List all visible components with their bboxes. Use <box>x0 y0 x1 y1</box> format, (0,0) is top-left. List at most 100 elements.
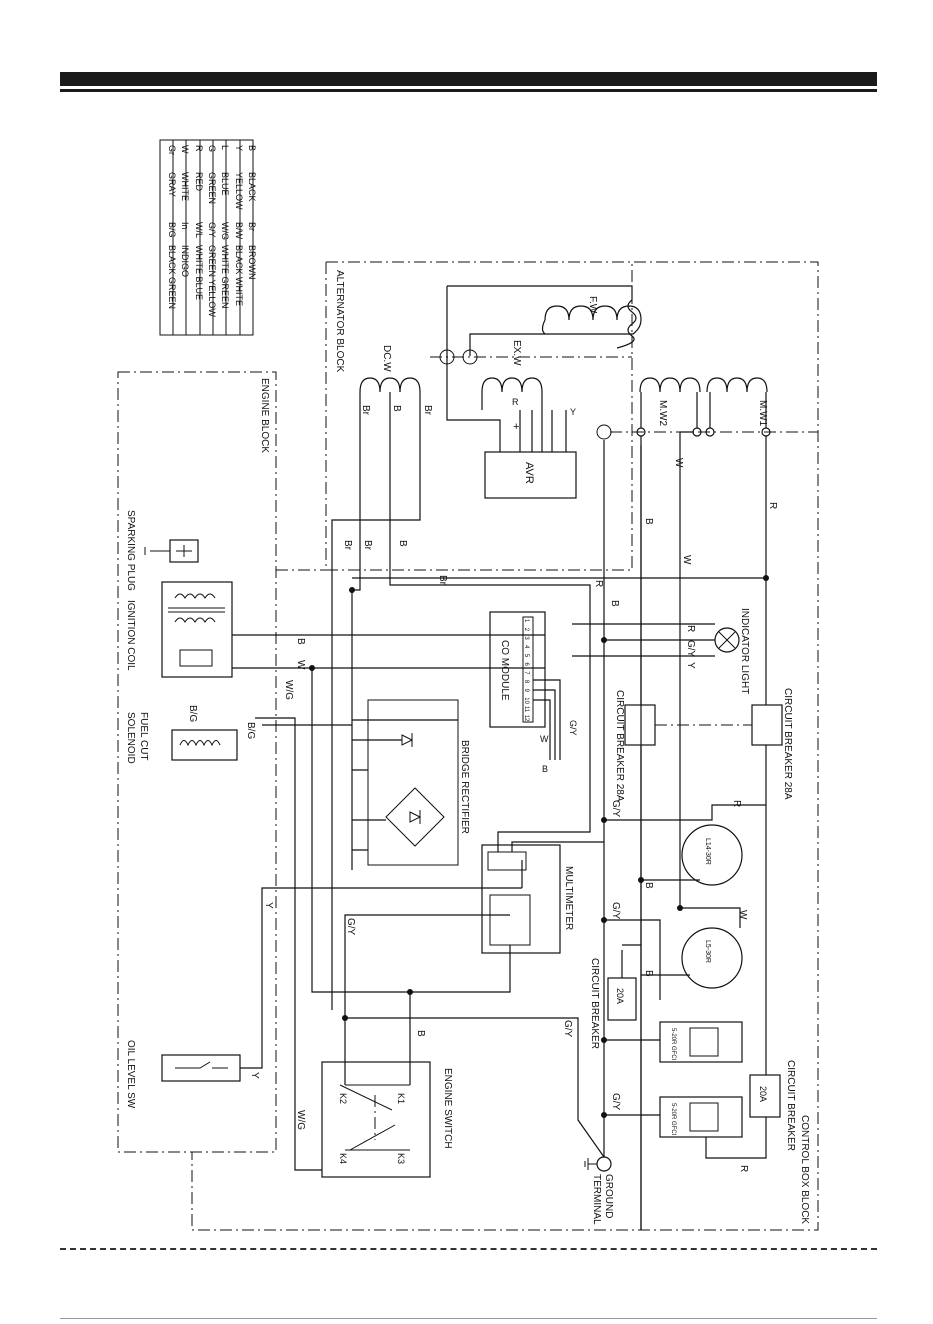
legend-code-6: W <box>180 145 190 154</box>
engine-switch: ENGINE SWITCH K1 K2 K3 K4 B W/G G/Y <box>295 668 540 1178</box>
circuit-breaker-20a-left: 20A CIRCUIT BREAKER <box>589 944 641 1049</box>
engine-block-outline <box>117 371 277 1153</box>
k1-label: K1 <box>396 1093 406 1104</box>
ground-terminal: GROUND TERMINAL G/Y <box>540 1017 614 1225</box>
oil-level-sw-label: OIL LEVEL SW <box>125 1040 136 1109</box>
cb20a-left-value: 20A <box>615 988 625 1004</box>
legend-name2-5: WHITE BLUE <box>194 245 204 300</box>
oil-wire-y1: Y <box>263 902 274 909</box>
legend-code2-1: Br <box>247 222 257 231</box>
dcw-winding: DC.W <box>359 345 421 393</box>
avr: AVR R + Y <box>446 360 612 499</box>
legend-name2-2: BLACK WHITE <box>234 245 244 306</box>
fw-winding: F.W <box>446 285 642 360</box>
mw2-label: M.W2 <box>657 400 668 427</box>
header-bar <box>60 72 877 86</box>
mw1-winding: M.W1 <box>706 377 768 427</box>
co-pin-2: 2 <box>523 628 529 632</box>
switch-wire-gy: G/Y <box>345 918 356 936</box>
legend-code-7: Gr <box>167 145 177 155</box>
legend-code-3: L <box>220 145 230 150</box>
solenoid-label: SOLENOID <box>125 712 136 764</box>
dcw-wire-b: B <box>391 405 402 412</box>
cb20a-right-label: CIRCUIT BREAKER <box>785 1060 796 1151</box>
legend-code-2: Y <box>234 145 244 151</box>
co-pin-4: 4 <box>523 645 529 649</box>
avr-wire-y: Y <box>570 407 576 417</box>
color-legend: B BLACK Br BROWN Y YELLOW B/W BLACK WHIT… <box>159 139 257 336</box>
avr-wire-r: R <box>512 397 519 407</box>
co-pin-7: 7 <box>523 671 529 675</box>
mw1-label: M.W1 <box>757 400 768 427</box>
alternator-block-label: ALTERNATOR BLOCK <box>334 270 345 373</box>
exw-winding: EX.W <box>430 340 632 410</box>
wire-label-w3: W <box>737 910 748 920</box>
wire-label-r2: R <box>593 580 604 587</box>
indicator-wire-gy: G/Y <box>685 640 696 658</box>
dcw-wire-br-right: Br <box>422 405 433 416</box>
legend-name2-1: BROWN <box>247 245 257 280</box>
alternator-block-outline <box>325 262 633 571</box>
wire-label-br2: Br <box>362 540 373 551</box>
wire-label-b5: B <box>643 970 654 977</box>
outlet-l5-30r: L5-30R <box>604 907 743 1000</box>
legend-code2-5: W/L <box>194 222 204 238</box>
avr-label: AVR <box>523 462 535 484</box>
gfci-upper-label: 5-20R GFCI <box>670 1028 676 1061</box>
co-pin-9: 9 <box>523 689 529 693</box>
wire-label-w2: W <box>681 555 692 565</box>
gfci-lower-label: 5-20R GFCI <box>670 1103 676 1136</box>
multimeter-label: MULTIMETER <box>563 866 574 930</box>
legend-code-1: B <box>247 145 257 151</box>
indicator-light: INDICATOR LIGHT R G/Y Y <box>572 608 750 694</box>
fuel-cut-solenoid: FUEL CUT SOLENOID B/G B/G <box>125 705 420 1171</box>
gfci-outlet-upper: 5-20R GFCI <box>604 1021 743 1063</box>
legend-name-6: WHITE <box>180 172 190 201</box>
ground-terminal-label-2: TERMINAL <box>591 1174 602 1225</box>
legend-code-5: R <box>194 145 204 152</box>
engine-switch-label: ENGINE SWITCH <box>442 1068 453 1149</box>
legend-code2-7: B/G <box>167 222 177 238</box>
switch-wire-wg: W/G <box>295 1110 306 1130</box>
control-box-block-label: CONTROL BOX BLOCK <box>799 1115 810 1224</box>
wire-label-r1: R <box>767 502 778 509</box>
bridge-rectifier-label: BRIDGE RECTIFIER <box>459 740 470 834</box>
wire-label-gy3: G/Y <box>610 1093 621 1111</box>
wire-r-trunk <box>705 392 767 1159</box>
bottom-rule <box>60 1318 877 1319</box>
wire-label-gy2: G/Y <box>610 902 621 920</box>
dcw-wire-br-left: Br <box>360 405 371 416</box>
cb20a-right-value: 20A <box>758 1086 768 1102</box>
engine-block-label: ENGINE BLOCK <box>259 378 270 453</box>
control-box-block-outline <box>191 261 819 1231</box>
wire-label-b3: B <box>609 600 620 607</box>
cb20a-left-label: CIRCUIT BREAKER <box>589 958 600 1049</box>
wire-label-r4: R <box>738 1165 749 1172</box>
legend-name-1: BLACK <box>247 172 257 202</box>
cb28a-right-label: CIRCUIT BREAKER 28A <box>782 688 793 800</box>
ignition-coil: IGNITION COIL <box>125 581 545 678</box>
ground-terminal-label-1: GROUND <box>603 1174 614 1218</box>
oil-level-switch: OIL LEVEL SW Y Y <box>125 887 522 1109</box>
legend-name-3: BLUE <box>220 172 230 196</box>
indicator-wire-y: Y <box>685 662 696 669</box>
wire-label-gy4: G/Y <box>562 1020 573 1038</box>
co-wire-b: B <box>542 764 548 774</box>
indicator-wire-r: R <box>685 625 696 632</box>
avr-wire-plus: + <box>513 421 519 433</box>
ignition-coil-label: IGNITION COIL <box>125 600 136 671</box>
legend-code2-2: B/W <box>234 222 244 240</box>
wire-label-r3: R <box>731 800 742 807</box>
co-wire-gy: G/Y <box>568 720 578 736</box>
co-pin-11: 11 <box>523 706 529 713</box>
co-wire-w: W <box>540 734 549 744</box>
wire-w-trunk <box>679 392 698 908</box>
legend-code2-3: W/G <box>220 222 230 240</box>
fuel-cut-wire-bg1: B/G <box>187 705 198 722</box>
co-pin-3: 3 <box>523 636 529 640</box>
legend-name-5: RED <box>194 172 204 192</box>
legend-code2-6: In <box>180 222 190 230</box>
footer-rule <box>60 1248 877 1250</box>
legend-name2-3: WHITE GREEN <box>220 245 230 309</box>
